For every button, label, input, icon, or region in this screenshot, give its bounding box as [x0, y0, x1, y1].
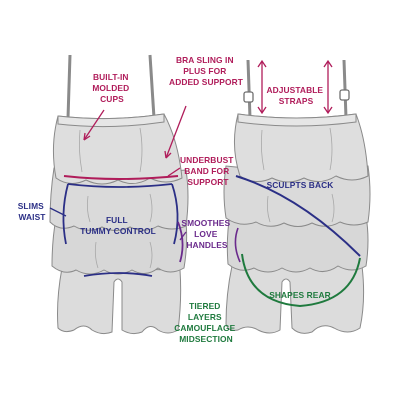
front-right-strap [148, 54, 156, 119]
arrow-bra-sling [165, 105, 187, 159]
front-shorts [57, 267, 182, 335]
label-built-in-cups: BUILT-IN MOLDED CUPS [92, 72, 131, 104]
front-tummy-panel-right [171, 183, 179, 245]
front-fold-3 [86, 195, 91, 223]
back-garment [223, 59, 371, 334]
arrow-head-strap-right-up [323, 59, 333, 68]
front-tier-middle [49, 167, 189, 231]
back-fold-2 [329, 127, 333, 171]
arrows [49, 59, 333, 241]
label-shapes-rear: SHAPES REAR [269, 290, 331, 300]
label-underbust-band: UNDERBUST BAND FOR SUPPORT [180, 155, 236, 187]
label-adjustable-straps: ADJUSTABLE STRAPS [266, 85, 325, 106]
front-fold-4 [149, 193, 153, 223]
front-fold-5 [94, 241, 99, 269]
label-bra-sling: BRA SLING IN PLUS FOR ADDED SUPPORT [169, 55, 244, 87]
front-love-handle-line [177, 221, 184, 263]
back-fold-1 [260, 129, 265, 171]
front-garment [49, 54, 189, 335]
arrow-head-strap-right-down [323, 106, 333, 115]
arrow-head-sling [164, 150, 172, 159]
back-sculpt-line [235, 175, 361, 257]
label-full-tummy-control: FULL TUMMY CONTROL [80, 215, 156, 236]
front-neckline [57, 113, 165, 128]
arrow-slims-waist [49, 207, 67, 217]
label-smoothes-love-handles: SMOOTHES LOVE HANDLES [181, 218, 232, 250]
back-neckline [237, 113, 357, 127]
arrow-love-handles [179, 231, 187, 241]
label-slims-waist: SLIMS WAIST [18, 201, 47, 222]
arrow-head-strap-left-down [257, 106, 267, 115]
back-right-strap [342, 59, 348, 119]
front-tummy-panel-top [67, 183, 173, 188]
label-sculpts-back: SCULPTS BACK [267, 180, 334, 190]
front-tummy-panel-left [62, 183, 69, 245]
label-tiered-layers: TIERED LAYERS CAMOUFLAGE MIDSECTION [174, 301, 237, 344]
back-fold-4 [331, 193, 335, 223]
back-fold-3 [266, 195, 271, 223]
back-right-strap-adjuster [339, 89, 350, 101]
front-underbust-band-line [63, 175, 179, 180]
back-left-strap-adjuster [243, 91, 254, 103]
back-shorts [225, 265, 365, 334]
back-rear-curve [241, 253, 361, 308]
front-fold-6 [149, 241, 153, 269]
arrow-built-in-cups [83, 109, 105, 141]
front-tummy-panel-bottom [83, 272, 153, 277]
front-fold-2 [139, 127, 143, 173]
arrow-underbust [167, 167, 181, 177]
back-side-purple-line [234, 227, 241, 263]
arrow-head-cups [83, 132, 91, 141]
back-left-strap [246, 59, 252, 119]
arrow-head-strap-left-up [257, 59, 267, 68]
front-fold-1 [78, 129, 83, 173]
front-left-strap [66, 54, 72, 119]
